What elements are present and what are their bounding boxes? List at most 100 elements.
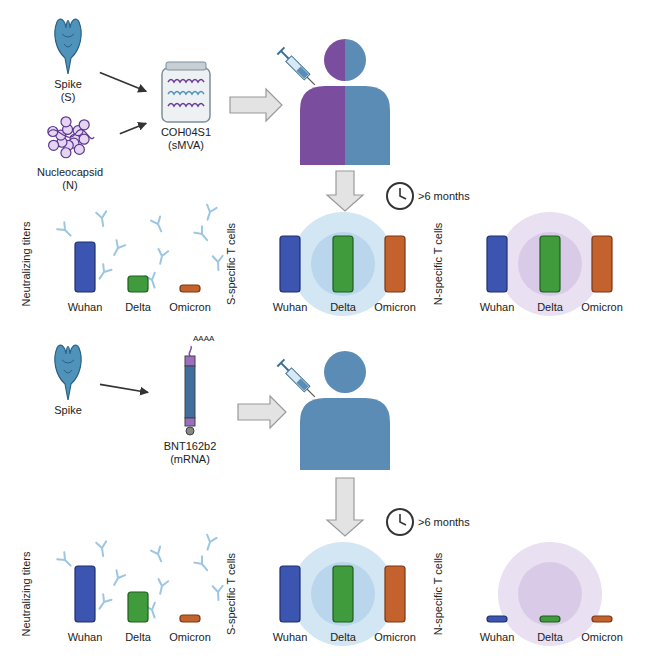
spike-line (62, 34, 74, 47)
variant-label: Delta (537, 301, 563, 314)
antibody-icon (95, 594, 111, 611)
icon-box: BNT162b2 (mRNA) (150, 330, 230, 469)
spike-icon (55, 19, 81, 74)
block-arrow (238, 396, 286, 428)
antibody-shape (110, 570, 126, 587)
person-head (324, 39, 345, 81)
cell-nucleus (518, 562, 582, 626)
antibody-icon (213, 586, 224, 601)
axis-title: Neutralizing titers (20, 552, 33, 637)
variant-label: Omicron (581, 301, 623, 314)
arrow-connector (120, 123, 146, 133)
clock-face (387, 183, 413, 209)
icon-box: Spike (38, 338, 98, 420)
person-body (345, 86, 390, 165)
t-cell (498, 212, 602, 316)
rna-strand (48, 130, 94, 139)
syringe-plunger (281, 363, 289, 371)
antibody-shape (151, 546, 166, 563)
antibody-icon (155, 249, 168, 265)
antibody-shape (95, 264, 111, 281)
bar (280, 566, 300, 622)
clock-icon (387, 509, 413, 535)
bar (75, 566, 95, 622)
utr-5 (185, 418, 195, 426)
nucleocapsid-bead (79, 120, 89, 130)
antibody-shape (194, 226, 211, 243)
polya-label: AAAA (193, 334, 214, 344)
spike-icon (55, 345, 81, 400)
antibody-shape (213, 256, 224, 271)
icon-label: BNT162b2 (mRNA) (158, 440, 222, 466)
variant-label: Delta (125, 301, 151, 314)
clock-icon (387, 183, 413, 209)
variant-label: Wuhan (68, 631, 103, 644)
antibody-shape (213, 586, 224, 601)
bar (540, 236, 560, 292)
person-head (345, 39, 366, 81)
antibody-icon (151, 216, 166, 233)
antibody-icon (213, 256, 224, 271)
spike-shape (55, 19, 81, 74)
utr-3 (185, 356, 195, 366)
person-figure (300, 39, 345, 165)
icon-box: COH04S1 (sMVA) (148, 60, 224, 155)
bar (385, 236, 405, 292)
nucleocapsid-bead (61, 117, 71, 127)
antibody-icon (155, 579, 168, 595)
mrna-icon (185, 346, 195, 435)
bar (333, 236, 353, 292)
variant-label: Omicron (169, 631, 211, 644)
person-head (324, 351, 366, 393)
variant-label: Wuhan (273, 631, 308, 644)
variant-label: Delta (125, 631, 151, 644)
axis-title: S-specific T cells (225, 553, 238, 635)
variant-label: Omicron (374, 631, 416, 644)
bar (592, 616, 612, 622)
antibody-icon (203, 535, 217, 551)
variant-label: Wuhan (68, 301, 103, 314)
syringe-handle (277, 359, 284, 366)
vector-genome (168, 80, 204, 83)
variant-label: Omicron (581, 631, 623, 644)
icon-label: Spike (48, 404, 88, 417)
spike-line (62, 360, 74, 373)
nucleocapsid-icon (48, 117, 94, 158)
antibody-icon (194, 556, 211, 573)
variant-label: Wuhan (480, 301, 515, 314)
bar (385, 566, 405, 622)
antibody-icon (203, 205, 217, 221)
person-body (300, 398, 390, 470)
syringe-plunger (281, 51, 289, 59)
vector-genome (168, 104, 204, 107)
block-arrow (327, 171, 363, 211)
antibody-icon (110, 570, 126, 587)
t-cell (498, 542, 602, 646)
clock-hands (400, 514, 406, 525)
antibody-shape (110, 240, 126, 257)
cell-nucleus (518, 232, 582, 296)
t-cell (291, 542, 395, 646)
antibody-shape (155, 249, 168, 265)
antibody-shape (95, 594, 111, 611)
bar (592, 236, 612, 292)
antibody-icon (151, 546, 166, 563)
icon-label: Nucleocapsid (N) (28, 166, 112, 192)
antibody-shape (194, 556, 211, 573)
t-cell (291, 212, 395, 316)
vial-cap (166, 62, 206, 70)
connectors (100, 72, 148, 392)
clock-face (387, 509, 413, 535)
antibody-shape (155, 579, 168, 595)
axis-title: S-specific T cells (225, 223, 238, 305)
time-label: >6 months (418, 516, 470, 529)
icon-label: COH04S1 (sMVA) (154, 126, 218, 152)
block-arrow (327, 478, 363, 536)
person-figure (345, 39, 390, 165)
clock-hands (400, 188, 406, 199)
antibody-shape (203, 205, 217, 221)
arrow-connector (100, 72, 146, 91)
bar (487, 236, 507, 292)
